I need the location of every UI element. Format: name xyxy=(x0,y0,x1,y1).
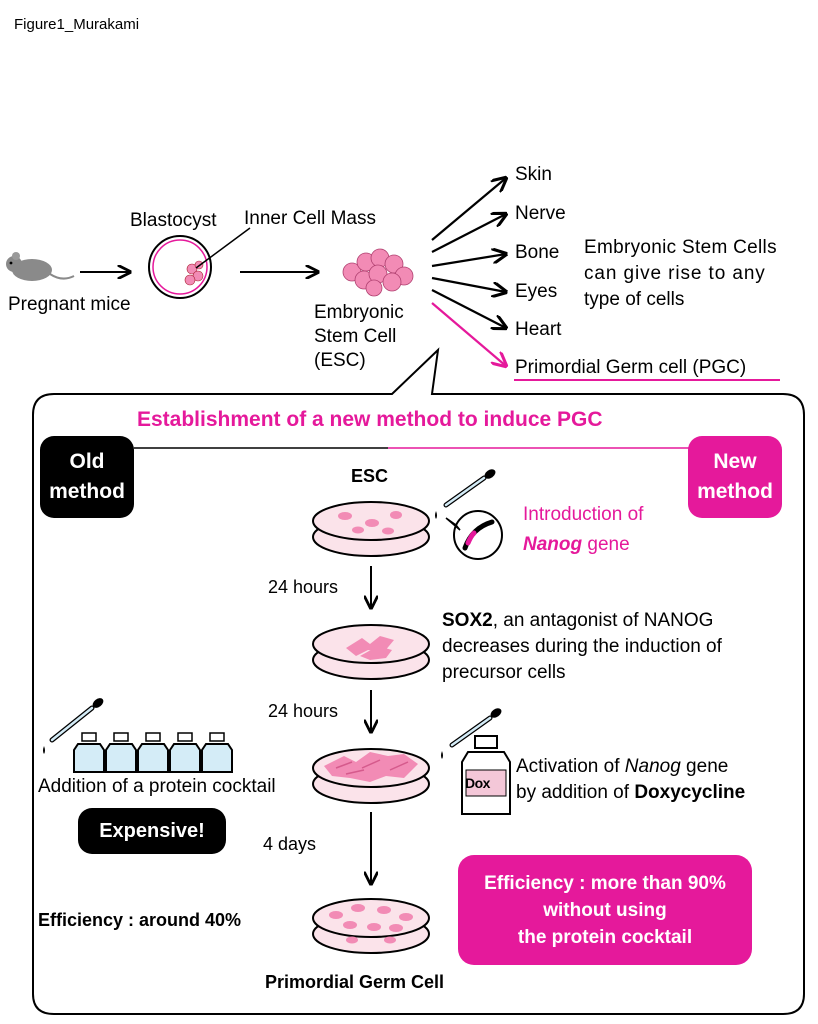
mouse-icon xyxy=(6,252,75,281)
precursor-dish-icon xyxy=(312,624,430,680)
inner-cell-mass-label: Inner Cell Mass xyxy=(244,208,376,229)
arrow-to-heart xyxy=(431,289,506,328)
doxycycline: Doxycycline xyxy=(634,782,746,803)
new-efficiency-box: Efficiency : more than 90% without using… xyxy=(458,855,752,965)
old-method-line1: Old xyxy=(69,450,105,473)
dox-bottle-icon xyxy=(461,735,511,815)
nanog-gene-bubble-icon xyxy=(445,510,503,560)
esc-cluster-icon xyxy=(342,248,414,297)
final-pgc-label: Primordial Germ Cell xyxy=(265,972,445,992)
old-efficiency: Efficiency : around 40% xyxy=(38,910,242,930)
activation-post: gene xyxy=(680,756,729,777)
esc-dish-label: ESC xyxy=(351,466,389,486)
new-method-badge: New method xyxy=(688,436,782,518)
arrow-to-skin xyxy=(431,178,506,241)
inner-cell-mass-pointer xyxy=(195,227,251,269)
outcome-pgc: Primordial Germ cell (PGC) xyxy=(515,357,747,378)
esc-note-line1: Embryonic Stem Cells xyxy=(584,237,777,258)
method-panel-frame xyxy=(32,347,805,1015)
old-method-badge: Old method xyxy=(40,436,134,518)
arrow-to-pgc xyxy=(431,302,506,366)
by-addition: by addition of xyxy=(516,782,635,803)
outcome-nerve: Nerve xyxy=(515,203,566,224)
arrow-to-eyes xyxy=(431,276,506,292)
activation-pre: Activation of xyxy=(516,756,625,777)
protein-bottles-icon xyxy=(73,732,233,773)
outcome-skin: Skin xyxy=(515,164,552,185)
protein-cocktail-label: Addition of a protein cocktail xyxy=(38,776,276,797)
arrow-to-bone xyxy=(431,254,506,268)
outcome-heart: Heart xyxy=(515,319,562,340)
esc-dish-icon xyxy=(312,501,430,557)
new-efficiency-line2: without using xyxy=(543,899,667,921)
activation-nanog: Nanog xyxy=(624,756,681,777)
step2-time: 24 hours xyxy=(268,701,339,721)
blastocyst-icon xyxy=(148,235,212,299)
new-efficiency-line1: Efficiency : more than 90% xyxy=(484,872,726,894)
blastocyst-label: Blastocyst xyxy=(130,210,217,231)
dox-bottle-label: Dox xyxy=(465,775,490,791)
new-method-line2: method xyxy=(697,480,773,503)
activation-line1: Activation of Nanog gene xyxy=(516,756,728,778)
outcome-eyes: Eyes xyxy=(515,281,558,302)
step1-time: 24 hours xyxy=(268,577,339,597)
outcome-bone: Bone xyxy=(515,242,560,263)
panel-title: Establishment of a new method to induce … xyxy=(137,408,603,431)
figure-label: Figure1_Murakami xyxy=(14,16,140,33)
step3-time: 4 days xyxy=(263,834,317,854)
introduction-nanog: Nanog xyxy=(523,534,583,555)
introduction-line2: Nanog gene xyxy=(523,534,630,556)
esc-note-line3: type of cells xyxy=(584,289,685,310)
pregnant-mice-label: Pregnant mice xyxy=(8,294,131,315)
esc-label-line2: Stem Cell xyxy=(314,326,397,347)
dense-dish-icon xyxy=(312,748,430,804)
esc-label-line3: (ESC) xyxy=(314,350,366,371)
new-efficiency-line3: the protein cocktail xyxy=(517,926,693,948)
new-method-line1: New xyxy=(713,450,757,473)
cocktail-dropper-icon xyxy=(43,698,104,754)
esc-label-line1: Embryonic xyxy=(314,302,404,323)
dropper-icon xyxy=(435,469,496,519)
expensive-badge: Expensive! xyxy=(78,808,226,854)
introduction-line1: Introduction of xyxy=(523,504,644,525)
sox2-bold: SOX2 xyxy=(442,610,493,631)
pgc-dish-icon xyxy=(312,898,430,954)
esc-note-line2: can give rise to any xyxy=(584,263,766,284)
arrow-to-nerve xyxy=(431,214,506,253)
old-method-line2: method xyxy=(49,480,125,503)
introduction-gene: gene xyxy=(582,534,630,555)
dox-dropper-icon xyxy=(441,708,502,759)
sox2-line2: decreases during the induction of xyxy=(442,636,722,657)
expensive-label: Expensive! xyxy=(99,819,205,842)
activation-line2: by addition of Doxycycline xyxy=(516,782,745,804)
sox2-line1: SOX2, an antagonist of NANOG xyxy=(442,610,713,632)
sox2-line3: precursor cells xyxy=(442,662,566,683)
sox2-rest: , an antagonist of NANOG xyxy=(492,610,714,631)
